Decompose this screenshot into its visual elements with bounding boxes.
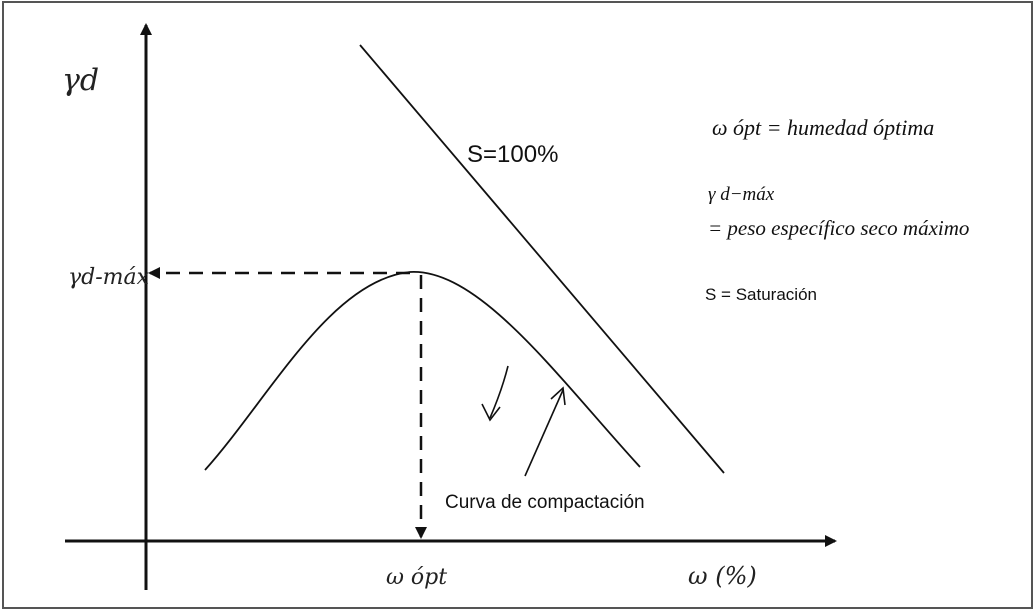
curve-pointer-arrow bbox=[524, 389, 564, 477]
saturation-pointer-arrowhead bbox=[481, 403, 501, 422]
x-opt-label: ω ópt bbox=[386, 565, 447, 590]
saturation-line bbox=[359, 44, 725, 474]
legend-saturacion: S = Saturación bbox=[705, 285, 817, 304]
x-axis-label: ω (%) bbox=[688, 562, 757, 590]
compaction-curve bbox=[204, 271, 641, 471]
curve-pointer-arrowhead bbox=[550, 386, 566, 406]
y-max-label: γd-máx bbox=[68, 265, 150, 290]
legend-peso-symbol: γ d−máx bbox=[708, 184, 775, 205]
y-axis-label: γd bbox=[62, 63, 99, 98]
saturation-pointer-arrow bbox=[489, 365, 509, 419]
saturation-line-label: S=100% bbox=[467, 141, 558, 168]
legend-humedad: ω ópt = humedad óptima bbox=[712, 115, 934, 140]
curve-label: Curva de compactación bbox=[445, 492, 645, 513]
legend-peso-text: = peso específico seco máximo bbox=[708, 216, 969, 240]
